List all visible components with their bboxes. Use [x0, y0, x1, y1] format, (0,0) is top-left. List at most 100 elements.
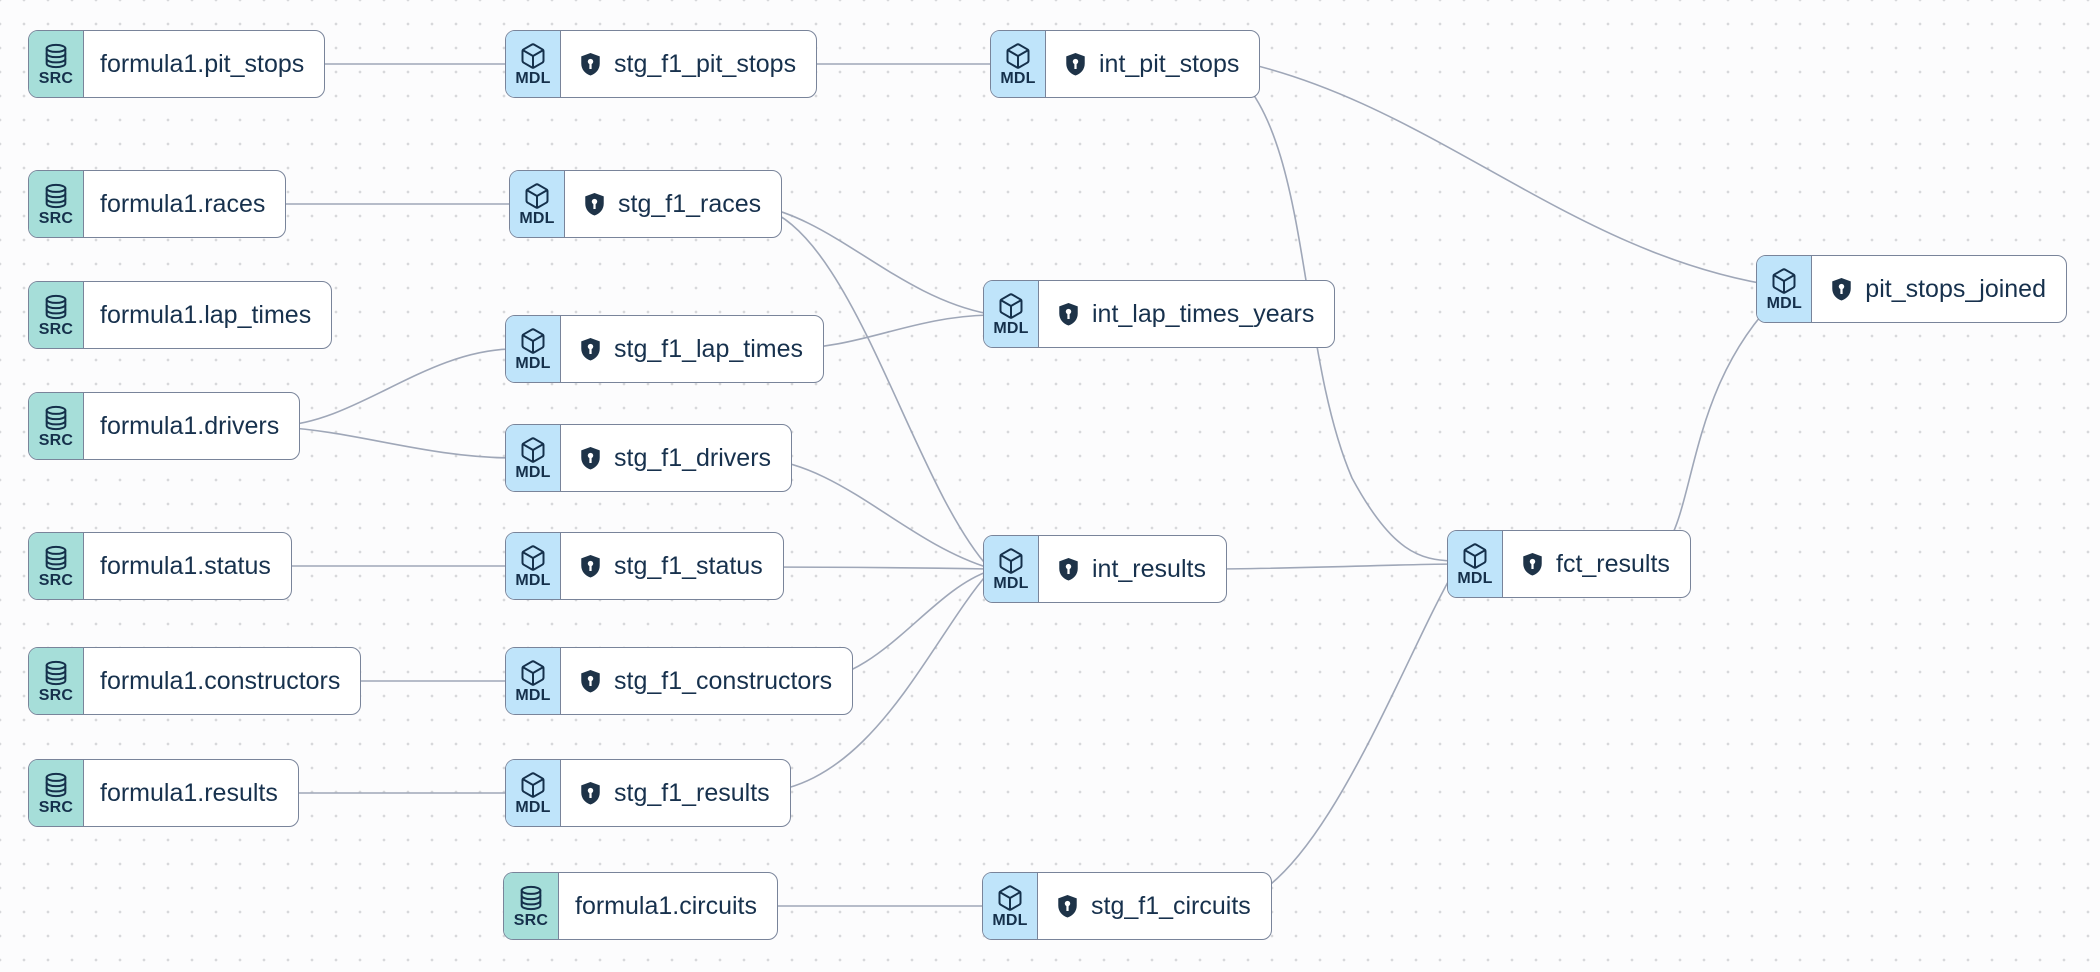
node-formula1-lap-times[interactable]: SRC formula1.lap_times	[28, 281, 333, 349]
edge-stg_f1_races-int_lap_times_years	[747, 203, 990, 315]
cube-icon	[519, 659, 547, 687]
node-formula1-drivers[interactable]: SRC formula1.drivers	[28, 392, 301, 460]
node-type-badge: MDL	[515, 69, 551, 87]
node-type-badge: MDL	[515, 463, 551, 481]
cube-icon	[519, 544, 547, 572]
node-stg-f1-lap-times[interactable]: MDL stg_f1_lap_times	[505, 315, 825, 383]
node-stg-f1-constructors[interactable]: MDL stg_f1_constructors	[505, 647, 854, 715]
node-formula1-constructors[interactable]: SRC formula1.constructors	[28, 647, 362, 715]
cube-icon	[996, 884, 1024, 912]
node-type-badge: SRC	[513, 911, 549, 929]
shield-icon	[581, 191, 608, 218]
node-label: stg_f1_races	[618, 189, 762, 218]
node-stg-f1-circuits[interactable]: MDL stg_f1_circuits	[982, 872, 1272, 940]
cube-icon	[519, 771, 547, 799]
source-icon-box: SRC	[29, 282, 84, 348]
node-stg-f1-pit-stops[interactable]: MDL stg_f1_pit_stops	[505, 30, 818, 98]
node-label: int_lap_times_years	[1092, 299, 1315, 328]
shield-icon	[577, 336, 604, 363]
source-icon-box: SRC	[29, 533, 84, 599]
node-type-badge: SRC	[38, 320, 74, 338]
node-stg-f1-drivers[interactable]: MDL stg_f1_drivers	[505, 424, 793, 492]
database-icon	[517, 884, 545, 912]
node-int-lap-times-years[interactable]: MDL int_lap_times_years	[983, 280, 1336, 348]
shield-icon	[577, 668, 604, 695]
source-icon-box: SRC	[29, 393, 84, 459]
node-formula1-status[interactable]: SRC formula1.status	[28, 532, 292, 600]
node-label: formula1.results	[100, 778, 278, 807]
edge-int_pit_stops-fct_results	[1226, 65, 1454, 562]
node-stg-f1-results[interactable]: MDL stg_f1_results	[505, 759, 791, 827]
model-icon-box: MDL	[506, 31, 561, 97]
node-type-badge: MDL	[1457, 569, 1493, 587]
node-type-badge: SRC	[38, 798, 74, 816]
database-icon	[42, 771, 70, 799]
cube-icon	[519, 327, 547, 355]
shield-icon	[1519, 551, 1546, 578]
node-type-badge: MDL	[1766, 294, 1802, 312]
node-label: fct_results	[1556, 549, 1670, 578]
node-type-badge: MDL	[993, 319, 1029, 337]
node-label: stg_f1_drivers	[614, 443, 772, 472]
node-type-badge: MDL	[1000, 69, 1036, 87]
source-icon-box: SRC	[29, 171, 84, 237]
database-icon	[42, 659, 70, 687]
node-pit-stops-joined[interactable]: MDL pit_stops_joined	[1756, 255, 2067, 323]
database-icon	[42, 293, 70, 321]
node-stg-f1-races[interactable]: MDL stg_f1_races	[509, 170, 783, 238]
node-int-results[interactable]: MDL int_results	[983, 535, 1227, 603]
cube-icon	[519, 436, 547, 464]
node-label: int_pit_stops	[1099, 49, 1240, 78]
source-icon-box: SRC	[504, 873, 559, 939]
cube-icon	[1770, 267, 1798, 295]
node-fct-results[interactable]: MDL fct_results	[1447, 530, 1691, 598]
node-label: formula1.lap_times	[100, 300, 312, 329]
node-formula1-pit-stops[interactable]: SRC formula1.pit_stops	[28, 30, 326, 98]
source-icon-box: SRC	[29, 31, 84, 97]
node-type-badge: MDL	[515, 354, 551, 372]
model-icon-box: MDL	[984, 281, 1039, 347]
model-icon-box: MDL	[510, 171, 565, 237]
node-type-badge: SRC	[38, 431, 74, 449]
database-icon	[42, 182, 70, 210]
node-type-badge: SRC	[38, 571, 74, 589]
node-formula1-races[interactable]: SRC formula1.races	[28, 170, 287, 238]
shield-icon	[1828, 276, 1855, 303]
node-type-badge: MDL	[515, 686, 551, 704]
cube-icon	[1004, 42, 1032, 70]
database-icon	[42, 42, 70, 70]
node-label: formula1.circuits	[575, 891, 757, 920]
edge-stg_f1_results-int_results	[754, 571, 990, 794]
node-label: stg_f1_results	[614, 778, 770, 807]
model-icon-box: MDL	[506, 533, 561, 599]
database-icon	[42, 404, 70, 432]
node-formula1-circuits[interactable]: SRC formula1.circuits	[503, 872, 778, 940]
shield-icon	[577, 553, 604, 580]
model-icon-box: MDL	[983, 873, 1038, 939]
edge-int_results-fct_results	[1196, 563, 1454, 570]
cube-icon	[1461, 542, 1489, 570]
node-label: formula1.constructors	[100, 666, 341, 695]
node-formula1-results[interactable]: SRC formula1.results	[28, 759, 299, 827]
shield-icon	[1055, 301, 1082, 328]
edge-stg_f1_circuits-fct_results	[1234, 572, 1454, 905]
node-stg-f1-status[interactable]: MDL stg_f1_status	[505, 532, 784, 600]
node-type-badge: SRC	[38, 209, 74, 227]
node-label: stg_f1_circuits	[1091, 891, 1251, 920]
model-icon-box: MDL	[984, 536, 1039, 602]
model-icon-box: MDL	[506, 316, 561, 382]
model-icon-box: MDL	[506, 760, 561, 826]
shield-icon	[1062, 51, 1089, 78]
node-label: int_results	[1092, 554, 1206, 583]
node-label: formula1.drivers	[100, 411, 280, 440]
cube-icon	[519, 42, 547, 70]
node-int-pit-stops[interactable]: MDL int_pit_stops	[990, 30, 1261, 98]
edge-stg_f1_status-int_results	[744, 566, 990, 570]
edge-formula1.drivers-stg_f1_lap_times	[277, 348, 512, 427]
source-icon-box: SRC	[29, 760, 84, 826]
node-type-badge: MDL	[515, 798, 551, 816]
node-type-badge: MDL	[515, 571, 551, 589]
node-type-badge: SRC	[38, 686, 74, 704]
